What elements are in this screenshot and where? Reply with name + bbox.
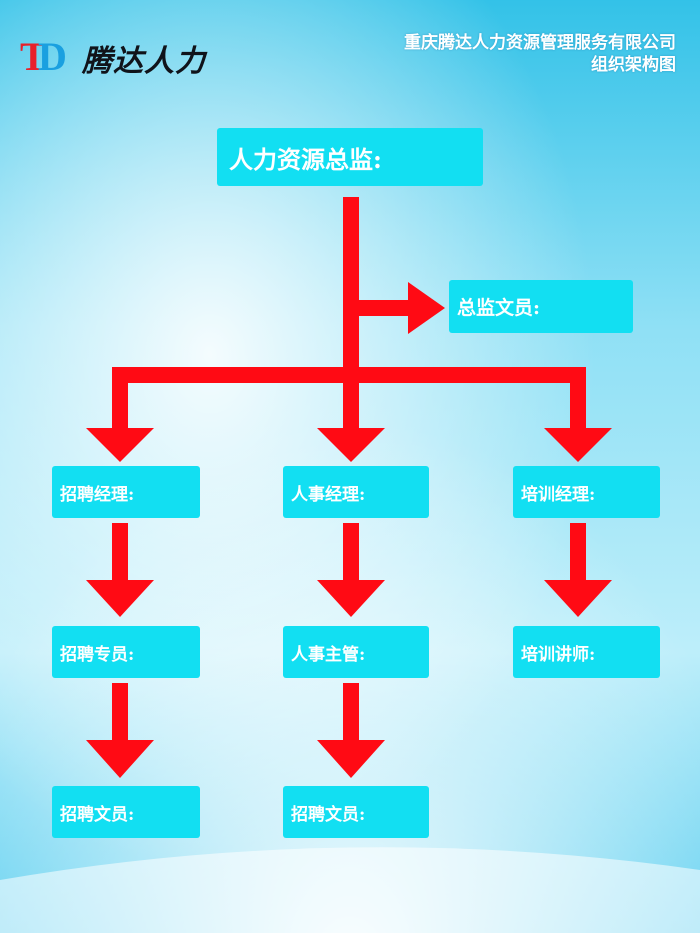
company-logo: T D 腾达人力 bbox=[18, 30, 258, 80]
node-recruit-specialist: 招聘专员: bbox=[52, 626, 200, 678]
node-label: 培训经理: bbox=[521, 484, 596, 505]
node-recruit-clerk: 招聘文员: bbox=[52, 786, 200, 838]
node-label: 招聘专员: bbox=[60, 644, 135, 665]
node-label: 招聘文员: bbox=[291, 804, 366, 825]
node-label: 培训讲师: bbox=[521, 644, 596, 665]
svg-text:D: D bbox=[38, 34, 67, 78]
company-header: 重庆腾达人力资源管理服务有限公司 组织架构图 bbox=[404, 32, 676, 76]
node-training-manager: 培训经理: bbox=[513, 466, 660, 518]
svg-text:T: T bbox=[20, 34, 47, 78]
node-recruit-manager: 招聘经理: bbox=[52, 466, 200, 518]
logo-text: 腾达人力 bbox=[82, 44, 206, 79]
node-label: 人事主管: bbox=[291, 644, 366, 665]
node-personnel-clerk: 招聘文员: bbox=[283, 786, 429, 838]
node-personnel-supervisor: 人事主管: bbox=[283, 626, 429, 678]
node-label: 人事经理: bbox=[291, 484, 366, 505]
node-label: 总监文员: bbox=[457, 297, 541, 319]
company-name: 重庆腾达人力资源管理服务有限公司 bbox=[404, 33, 676, 53]
node-label: 招聘经理: bbox=[60, 484, 135, 505]
node-director-clerk: 总监文员: bbox=[449, 280, 633, 333]
node-label: 招聘文员: bbox=[60, 804, 135, 825]
node-training-instructor: 培训讲师: bbox=[513, 626, 660, 678]
node-hr-director: 人力资源总监: bbox=[217, 128, 483, 186]
node-label: 人力资源总监: bbox=[229, 144, 382, 174]
node-personnel-manager: 人事经理: bbox=[283, 466, 429, 518]
chart-subtitle: 组织架构图 bbox=[591, 55, 676, 75]
td-logo-icon: T D bbox=[20, 34, 67, 78]
